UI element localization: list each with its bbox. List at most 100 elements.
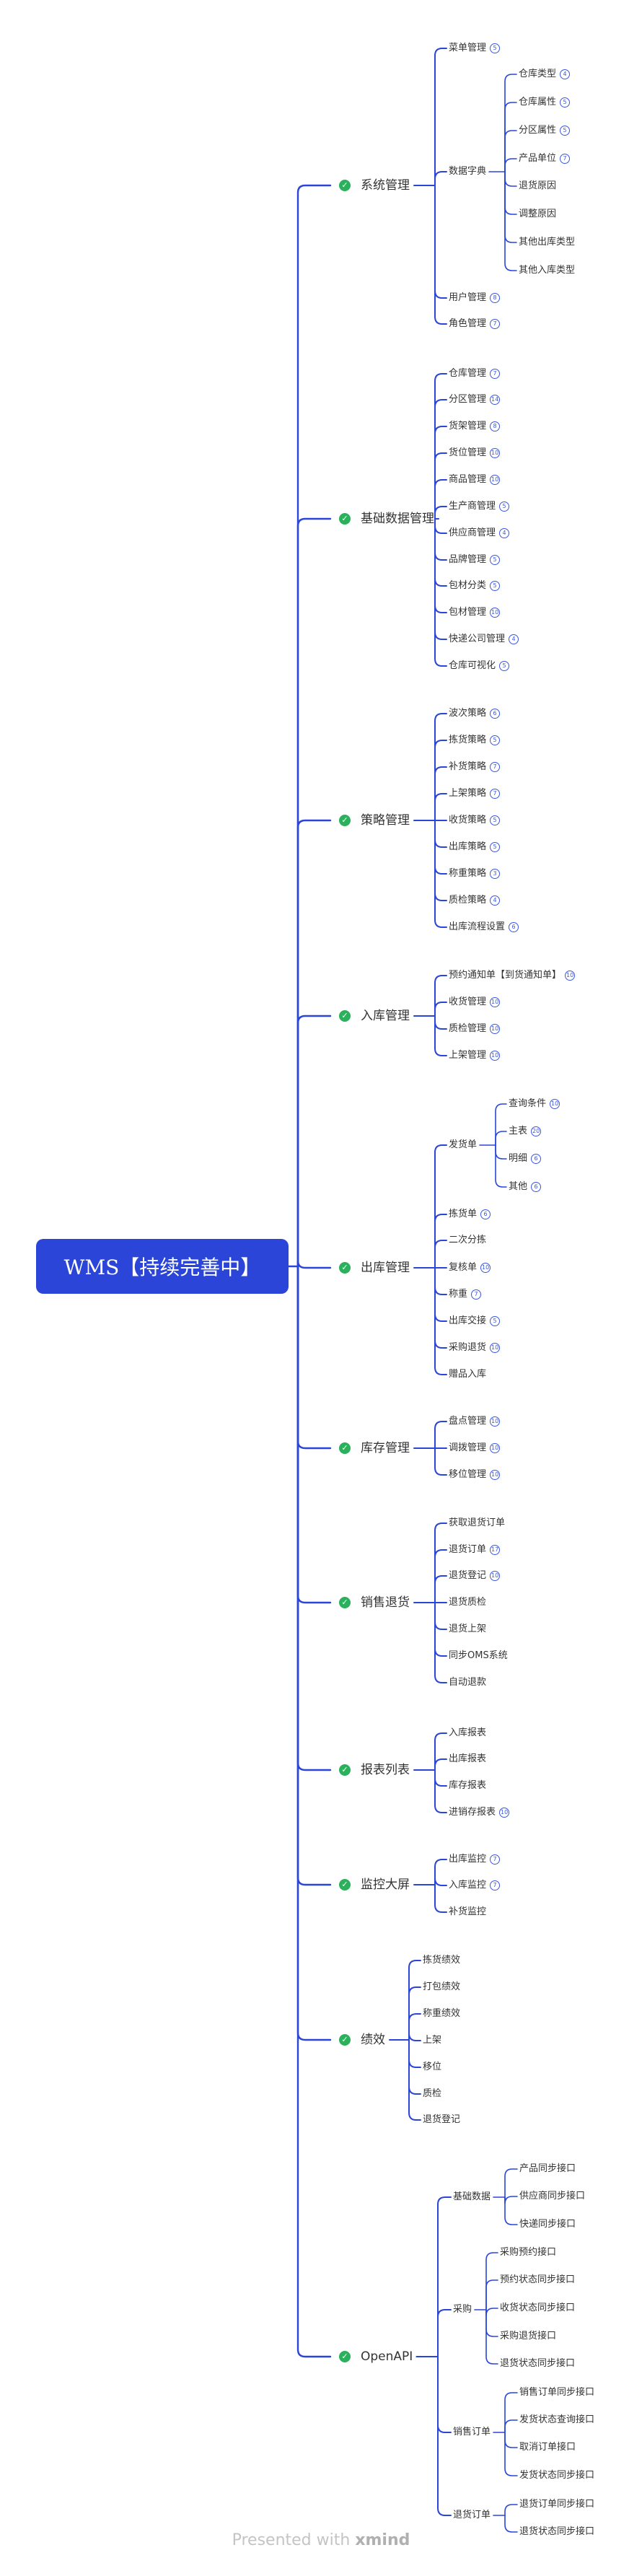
link-badge-icon[interactable]: 6 bbox=[531, 1182, 542, 1192]
l3-topic[interactable]: 取消订单接口 bbox=[519, 2442, 576, 2453]
l2-topic[interactable]: 出库报表 bbox=[449, 1753, 486, 1765]
l2-topic[interactable]: 销售订单 bbox=[453, 2427, 491, 2438]
link-badge-icon[interactable]: 10 bbox=[490, 608, 501, 618]
l2-topic[interactable]: 二次分拣 bbox=[449, 1235, 486, 1246]
link-badge-icon[interactable]: 8 bbox=[490, 421, 501, 431]
l1-topic[interactable]: ✓OpenAPI bbox=[339, 2349, 413, 2365]
l3-topic[interactable]: 退货状态同步接口 bbox=[500, 2358, 575, 2370]
link-badge-icon[interactable]: 5 bbox=[490, 735, 501, 745]
l3-topic[interactable]: 发货状态同步接口 bbox=[519, 2470, 594, 2481]
l3-topic[interactable]: 退货状态同步接口 bbox=[519, 2526, 594, 2538]
l2-topic[interactable]: 同步OMS系统 bbox=[449, 1650, 508, 1662]
l2-topic[interactable]: 退货订单 bbox=[453, 2510, 491, 2521]
link-badge-icon[interactable]: 5 bbox=[490, 555, 501, 565]
link-badge-icon[interactable]: 10 bbox=[490, 1343, 501, 1353]
link-badge-icon[interactable]: 5 bbox=[490, 581, 501, 591]
l3-topic[interactable]: 产品同步接口 bbox=[519, 2163, 576, 2175]
link-badge-icon[interactable]: 7 bbox=[490, 1880, 501, 1891]
link-badge-icon[interactable]: 3 bbox=[490, 869, 501, 879]
l1-topic[interactable]: ✓绩效 bbox=[339, 2032, 385, 2048]
l2-topic[interactable]: 赠品入库 bbox=[449, 1369, 486, 1380]
link-badge-icon[interactable]: 5 bbox=[499, 661, 510, 671]
l1-topic[interactable]: ✓监控大屏 bbox=[339, 1877, 410, 1893]
l2-topic[interactable]: 拣货绩效 bbox=[423, 1955, 460, 1966]
root-topic[interactable]: WMS【持续完善中】 bbox=[36, 1239, 289, 1294]
link-badge-icon[interactable]: 10 bbox=[550, 1099, 560, 1109]
l2-topic[interactable]: 数据字典 bbox=[449, 166, 486, 178]
link-badge-icon[interactable]: 7 bbox=[490, 789, 501, 799]
link-badge-icon[interactable]: 7 bbox=[490, 369, 501, 379]
link-badge-icon[interactable]: 7 bbox=[490, 762, 501, 772]
link-badge-icon[interactable]: 10 bbox=[490, 1051, 501, 1061]
link-badge-icon[interactable]: 6 bbox=[490, 709, 501, 719]
l2-topic[interactable]: 移位 bbox=[423, 2062, 441, 2073]
link-badge-icon[interactable]: 4 bbox=[560, 69, 571, 79]
link-badge-icon[interactable]: 6 bbox=[509, 922, 519, 932]
link-badge-icon[interactable]: 10 bbox=[490, 448, 501, 458]
l2-topic[interactable]: 采购 bbox=[453, 2304, 472, 2316]
link-badge-icon[interactable]: 10 bbox=[490, 1416, 501, 1427]
l2-topic[interactable]: 入库报表 bbox=[449, 1727, 486, 1739]
l3-topic[interactable]: 采购预约接口 bbox=[500, 2247, 556, 2259]
l2-topic[interactable]: 获取退货订单 bbox=[449, 1517, 505, 1529]
link-badge-icon[interactable]: 5 bbox=[499, 501, 510, 512]
l1-topic[interactable]: ✓系统管理 bbox=[339, 178, 410, 193]
l1-topic[interactable]: ✓入库管理 bbox=[339, 1008, 410, 1024]
link-badge-icon[interactable]: 10 bbox=[499, 1808, 510, 1818]
link-badge-icon[interactable]: 7 bbox=[490, 319, 501, 329]
l2-topic[interactable]: 打包绩效 bbox=[423, 1981, 460, 1993]
l2-topic[interactable]: 上架 bbox=[423, 2035, 441, 2046]
link-badge-icon[interactable]: 4 bbox=[490, 895, 501, 906]
l3-topic[interactable]: 供应商同步接口 bbox=[519, 2191, 585, 2202]
link-badge-icon[interactable]: 4 bbox=[509, 634, 519, 644]
l3-topic[interactable]: 其他出库类型 bbox=[519, 237, 575, 248]
l2-topic[interactable]: 退货上架 bbox=[449, 1624, 486, 1635]
l1-topic[interactable]: ✓出库管理 bbox=[339, 1260, 410, 1276]
link-badge-icon[interactable]: 10 bbox=[490, 1470, 501, 1480]
l3-topic[interactable]: 其他入库类型 bbox=[519, 265, 575, 276]
l1-topic[interactable]: ✓库存管理 bbox=[339, 1440, 410, 1456]
l1-topic[interactable]: ✓策略管理 bbox=[339, 812, 410, 828]
link-badge-icon[interactable]: 10 bbox=[490, 1443, 501, 1453]
link-badge-icon[interactable]: 17 bbox=[490, 1545, 501, 1555]
link-badge-icon[interactable]: 10 bbox=[490, 997, 501, 1007]
link-badge-icon[interactable]: 5 bbox=[490, 1316, 501, 1326]
l1-topic[interactable]: ✓销售退货 bbox=[339, 1595, 410, 1611]
link-badge-icon[interactable]: 6 bbox=[531, 1154, 542, 1164]
link-badge-icon[interactable]: 7 bbox=[560, 154, 571, 164]
